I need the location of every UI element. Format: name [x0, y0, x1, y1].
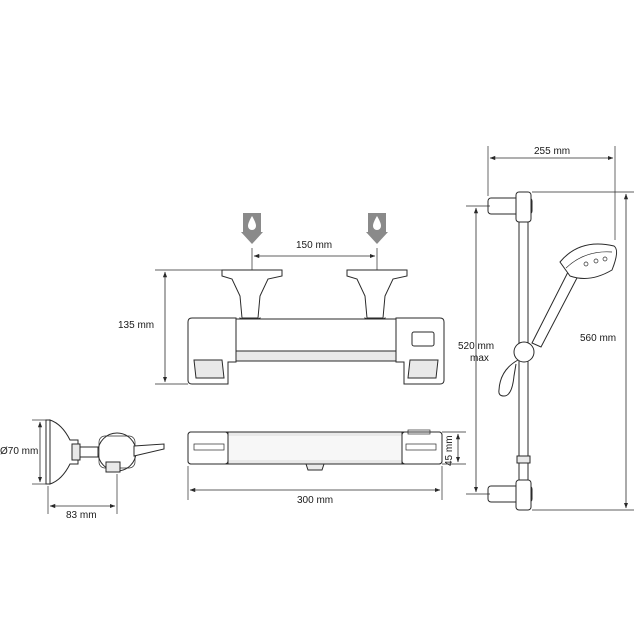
valve-front-view: [187, 269, 445, 385]
dim-rail-offset: [487, 146, 616, 240]
dim-total-height: [532, 191, 634, 511]
valve-side-view: [45, 419, 165, 485]
label-inlet-spacing: 150 mm: [296, 240, 333, 251]
hot-inlet-icon: [241, 213, 263, 244]
label-side-diameter: Ø70 mm: [0, 446, 39, 457]
label-valve-width: 300 mm: [297, 495, 334, 506]
dim-rail-length: [466, 205, 490, 495]
label-valve-height: 135 mm: [118, 320, 155, 331]
label-total-height: 560 mm: [580, 333, 617, 344]
water-drop-icon: [373, 216, 381, 230]
label-rail-offset: 255 mm: [534, 146, 571, 157]
dim-inlet-spacing: [251, 248, 378, 272]
label-side-depth: 83 mm: [66, 510, 97, 521]
dim-valve-width: [187, 466, 443, 500]
label-valve-depth: 45 mm: [444, 435, 455, 466]
water-drop-icon: [248, 216, 256, 230]
dim-valve-height: [155, 269, 222, 385]
dim-side-depth: [47, 474, 118, 514]
dim-side-diameter: [32, 419, 46, 485]
shower-rail-kit: [487, 191, 618, 511]
label-rail-max: max: [470, 353, 489, 364]
dim-valve-depth: [442, 431, 466, 465]
cold-inlet-icon: [366, 213, 388, 244]
label-rail-length: 520 mm: [458, 341, 495, 352]
valve-top-view: [187, 429, 443, 471]
